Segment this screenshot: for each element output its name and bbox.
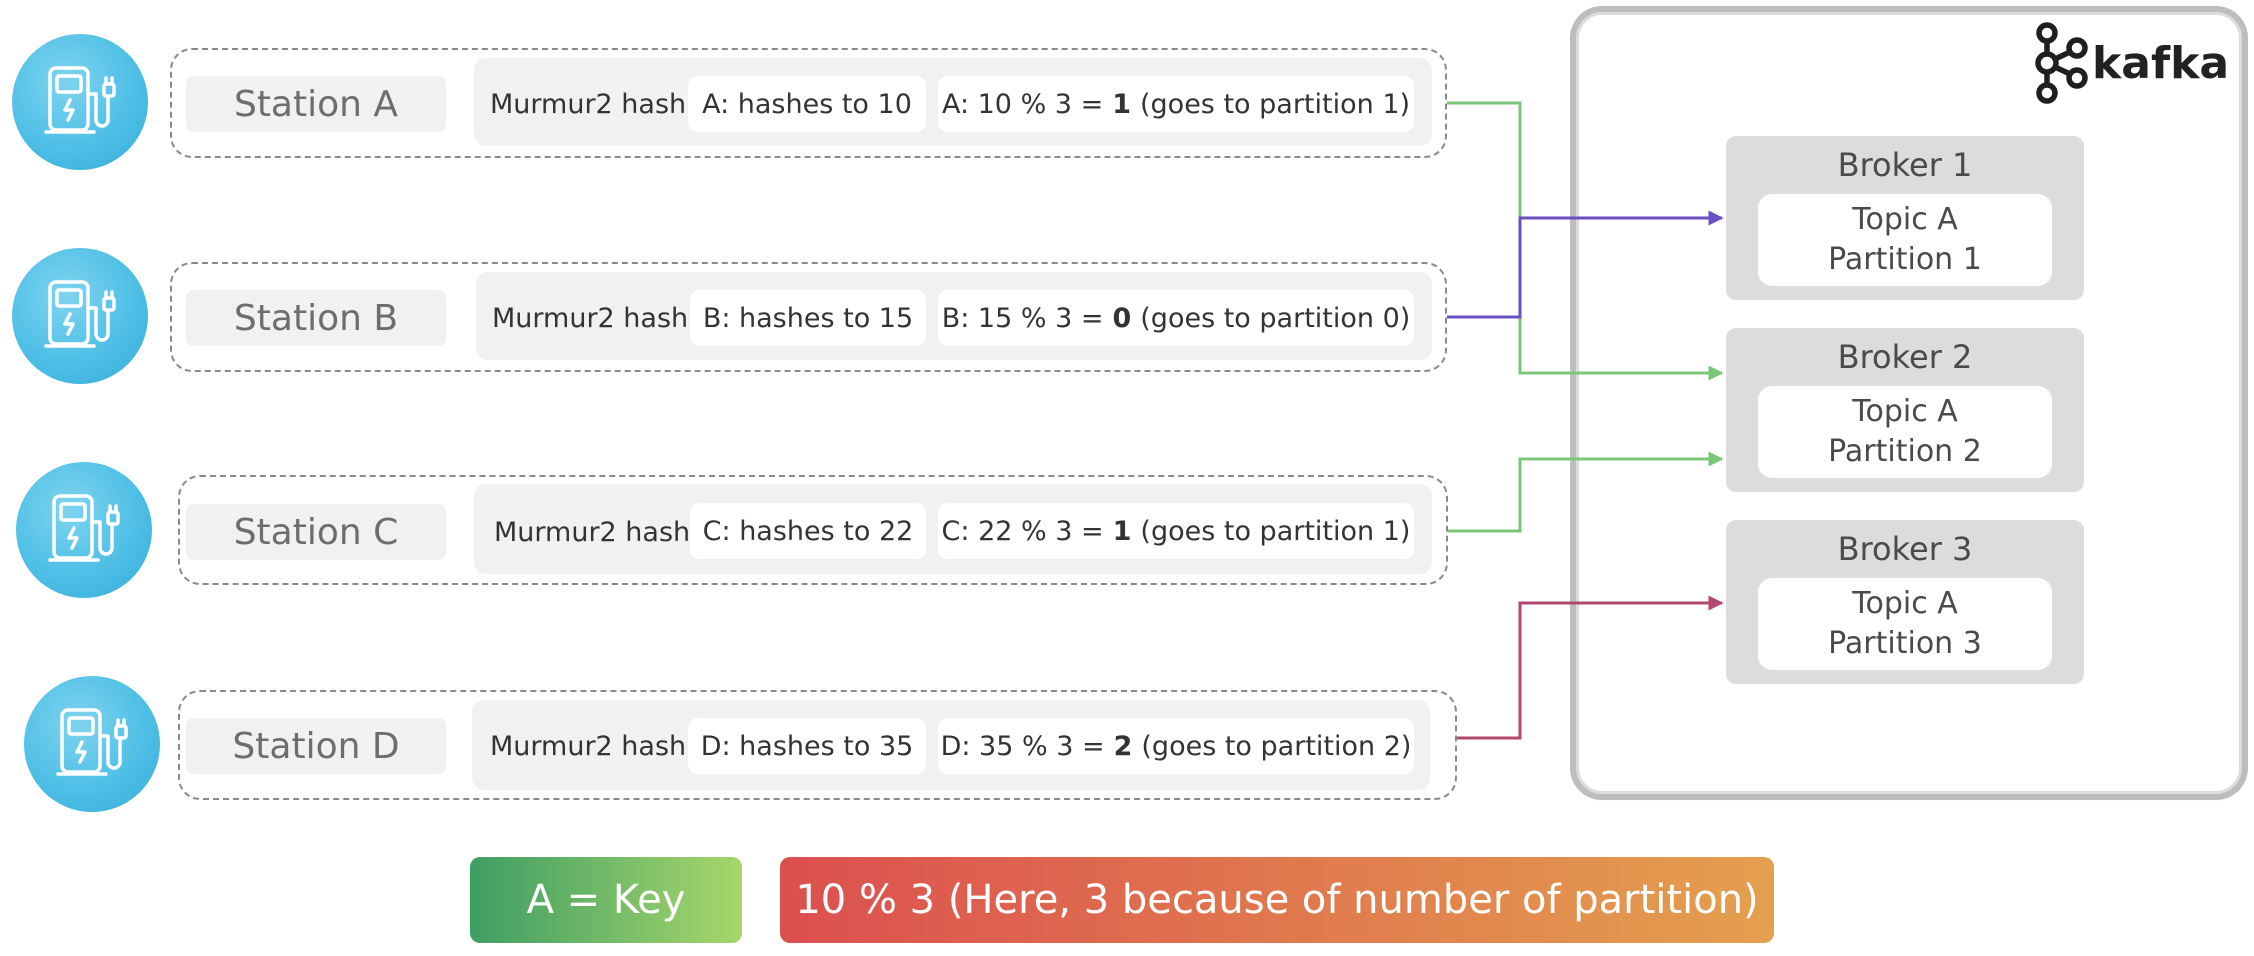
ev-charging-station-icon — [12, 34, 148, 170]
connector-c-to-broker-2 — [1448, 451, 1724, 533]
partition-label: Partition 1 — [1828, 242, 1982, 277]
partition-note: (goes to partition 0) — [1140, 302, 1411, 334]
modulo-result-b: B: 15 % 3 =0(goes to partition 0) — [938, 290, 1414, 346]
broker-1: Broker 1 Topic A Partition 1 — [1726, 136, 2084, 300]
topic-label: Topic A — [1852, 586, 1958, 621]
partition-box: Topic A Partition 3 — [1758, 578, 2052, 670]
connector-a-to-broker-2 — [1447, 101, 1724, 381]
station-row-b — [170, 262, 1447, 372]
partition-number: 2 — [1113, 730, 1133, 762]
broker-title: Broker 3 — [1837, 530, 1973, 568]
modulo-result-d: D: 35 % 3 =2(goes to partition 2) — [938, 718, 1414, 774]
hash-value-c: C: hashes to 22 — [690, 503, 926, 559]
station-row-d — [178, 690, 1457, 800]
kafka-logo-icon — [2035, 22, 2088, 104]
topic-label: Topic A — [1852, 394, 1958, 429]
modulo-result-a: A: 10 % 3 =1 (goes to partition 1) — [938, 76, 1414, 132]
connector-b-to-broker-1 — [1447, 210, 1724, 319]
station-label-a: Station A — [186, 76, 446, 132]
hash-value-b: B: hashes to 15 — [690, 290, 926, 346]
ev-charging-station-icon — [24, 676, 160, 812]
partition-note: (goes to partition 2) — [1141, 730, 1412, 762]
hash-algorithm-label-c: Murmur2 hash — [494, 516, 691, 548]
modulo-expression: D: 35 % 3 = — [940, 730, 1105, 762]
partition-box: Topic A Partition 2 — [1758, 386, 2052, 478]
hash-algorithm-label-a: Murmur2 hash — [490, 88, 687, 120]
hash-algorithm-label-d: Murmur2 hash — [490, 730, 687, 762]
modulo-expression: C: 22 % 3 = — [941, 515, 1104, 547]
station-label-c: Station C — [186, 504, 446, 560]
partition-note: (goes to partition 1) — [1140, 515, 1411, 547]
partition-number: 1 — [1112, 515, 1132, 547]
station-label-d: Station D — [186, 718, 446, 774]
topic-label: Topic A — [1852, 202, 1958, 237]
connector-d-to-broker-3 — [1457, 595, 1724, 740]
partition-box: Topic A Partition 1 — [1758, 194, 2052, 286]
hash-value-a: A: hashes to 10 — [688, 76, 926, 132]
modulo-result-c: C: 22 % 3 =1(goes to partition 1) — [938, 503, 1414, 559]
ev-charging-station-icon — [12, 248, 148, 384]
legend-modulo-badge: 10 % 3 (Here, 3 because of number of par… — [780, 857, 1774, 943]
hash-value-d: D: hashes to 35 — [688, 718, 926, 774]
modulo-expression: A: 10 % 3 = — [941, 88, 1104, 120]
partition-note: (goes to partition 1) — [1140, 88, 1411, 120]
broker-title: Broker 2 — [1837, 338, 1973, 376]
kafka-logo-text: kafka — [2092, 38, 2230, 89]
broker-2: Broker 2 Topic A Partition 2 — [1726, 328, 2084, 492]
ev-charging-station-icon — [16, 462, 152, 598]
partition-number: 0 — [1112, 302, 1132, 334]
partition-label: Partition 3 — [1828, 626, 1982, 661]
station-label-b: Station B — [186, 290, 446, 346]
hash-algorithm-label-b: Murmur2 hash — [492, 302, 689, 334]
station-row-a — [170, 48, 1447, 158]
legend-key-badge: A = Key — [470, 857, 742, 943]
modulo-expression: B: 15 % 3 = — [941, 302, 1104, 334]
broker-title: Broker 1 — [1837, 146, 1973, 184]
partition-number: 1 — [1112, 88, 1131, 120]
partition-label: Partition 2 — [1828, 434, 1982, 469]
broker-3: Broker 3 Topic A Partition 3 — [1726, 520, 2084, 684]
station-row-c — [178, 475, 1448, 585]
